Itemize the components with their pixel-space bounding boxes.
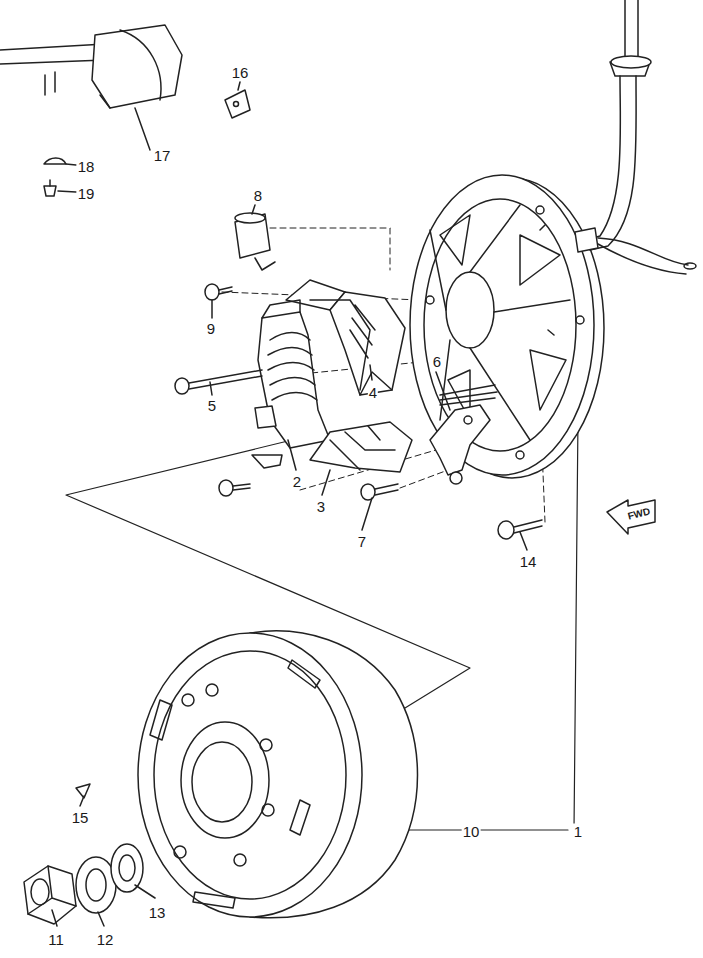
callout-number: 16 <box>231 65 250 80</box>
callout-number: 1 <box>573 824 583 839</box>
callout-number: 18 <box>77 159 96 174</box>
callout-number: 4 <box>368 385 378 400</box>
callout-number: 10 <box>462 824 481 839</box>
callout-number: 3 <box>316 499 326 514</box>
callout-number: 15 <box>71 810 90 825</box>
callout-number: 5 <box>207 398 217 413</box>
callout-number: 13 <box>148 905 167 920</box>
callout-number: 6 <box>432 354 442 369</box>
callout-number: 19 <box>77 186 96 201</box>
callout-number: 12 <box>96 932 115 947</box>
callout-number: 2 <box>292 474 302 489</box>
callout-number: 9 <box>206 321 216 336</box>
callout-number: 17 <box>153 148 172 163</box>
callout-number: 7 <box>357 534 367 549</box>
callout-number: 8 <box>253 188 263 203</box>
callout-number: 11 <box>47 932 65 947</box>
callout-number: 14 <box>519 554 538 569</box>
